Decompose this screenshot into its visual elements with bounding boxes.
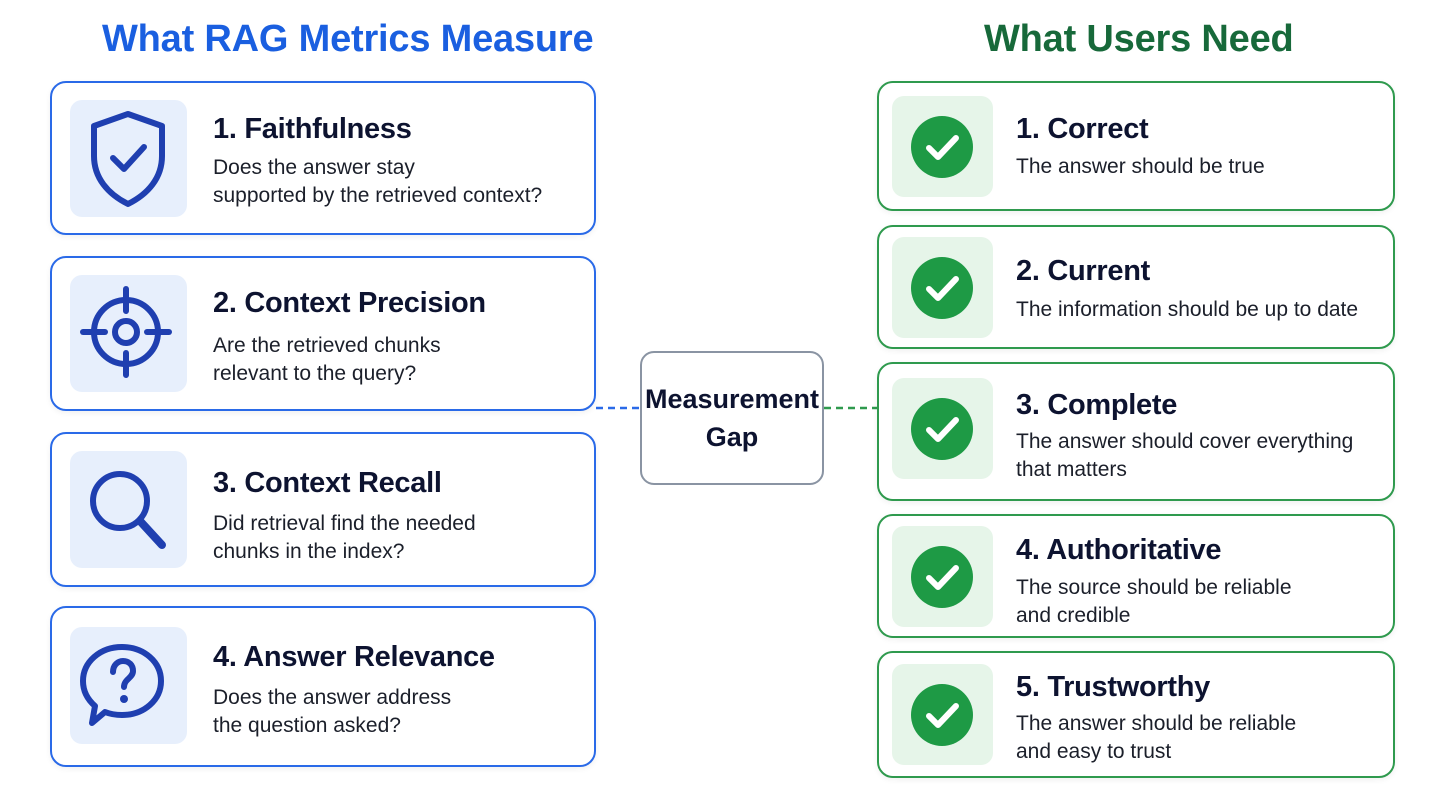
- need-description: The information should be up to date: [1016, 298, 1359, 321]
- metric-title: 1. Faithfulness: [213, 113, 412, 145]
- metric-card-context-precision: 2. Context Precision Are the retrieved c…: [50, 256, 596, 411]
- need-description: The answer should cover everything that …: [1016, 430, 1354, 481]
- need-description: The source should be reliable and credib…: [1016, 576, 1292, 627]
- metric-card-answer-relevance: 4. Answer Relevance Does the answer addr…: [50, 606, 596, 767]
- right-column-heading: What Users Need: [984, 18, 1294, 60]
- metric-title: 3. Context Recall: [213, 467, 442, 499]
- need-title: 1. Correct: [1016, 113, 1149, 145]
- need-title: 3. Complete: [1016, 389, 1178, 421]
- measurement-gap-box: Measurement Gap: [640, 351, 824, 485]
- metric-description: Does the answer stay supported by the re…: [213, 156, 543, 207]
- measurement-gap-label: Measurement Gap: [644, 384, 820, 452]
- right-dashed-connector: [824, 406, 877, 410]
- check-circle-icon: [892, 96, 993, 197]
- need-card-current: 2. Current The information should be up …: [877, 225, 1395, 349]
- need-description: The answer should be true: [1016, 155, 1265, 178]
- need-title: 5. Trustworthy: [1016, 671, 1210, 703]
- need-card-correct: 1. Correct The answer should be true: [877, 81, 1395, 211]
- need-description: The answer should be reliable and easy t…: [1016, 712, 1297, 763]
- shield-check-icon: [70, 100, 187, 217]
- metric-card-context-recall: 3. Context Recall Did retrieval find the…: [50, 432, 596, 587]
- left-column-heading: What RAG Metrics Measure: [102, 18, 594, 60]
- need-card-complete: 3. Complete The answer should cover ever…: [877, 362, 1395, 501]
- need-card-authoritative: 4. Authoritative The source should be re…: [877, 514, 1395, 638]
- question-bubble-icon: [70, 627, 187, 744]
- check-circle-icon: [892, 378, 993, 479]
- metric-description: Did retrieval find the needed chunks in …: [213, 512, 476, 563]
- check-circle-icon: [892, 237, 993, 338]
- left-dashed-connector: [596, 406, 640, 410]
- check-circle-icon: [892, 664, 993, 765]
- check-circle-icon: [892, 526, 993, 627]
- need-title: 4. Authoritative: [1016, 534, 1222, 566]
- need-card-trustworthy: 5. Trustworthy The answer should be reli…: [877, 651, 1395, 778]
- metric-card-faithfulness: 1. Faithfulness Does the answer stay sup…: [50, 81, 596, 235]
- metric-title: 2. Context Precision: [213, 287, 486, 319]
- crosshair-target-icon: [70, 275, 187, 392]
- metric-title: 4. Answer Relevance: [213, 641, 495, 673]
- metric-description: Does the answer address the question ask…: [213, 686, 452, 737]
- magnifier-icon: [70, 451, 187, 568]
- need-title: 2. Current: [1016, 255, 1150, 287]
- metric-description: Are the retrieved chunks relevant to the…: [213, 334, 441, 385]
